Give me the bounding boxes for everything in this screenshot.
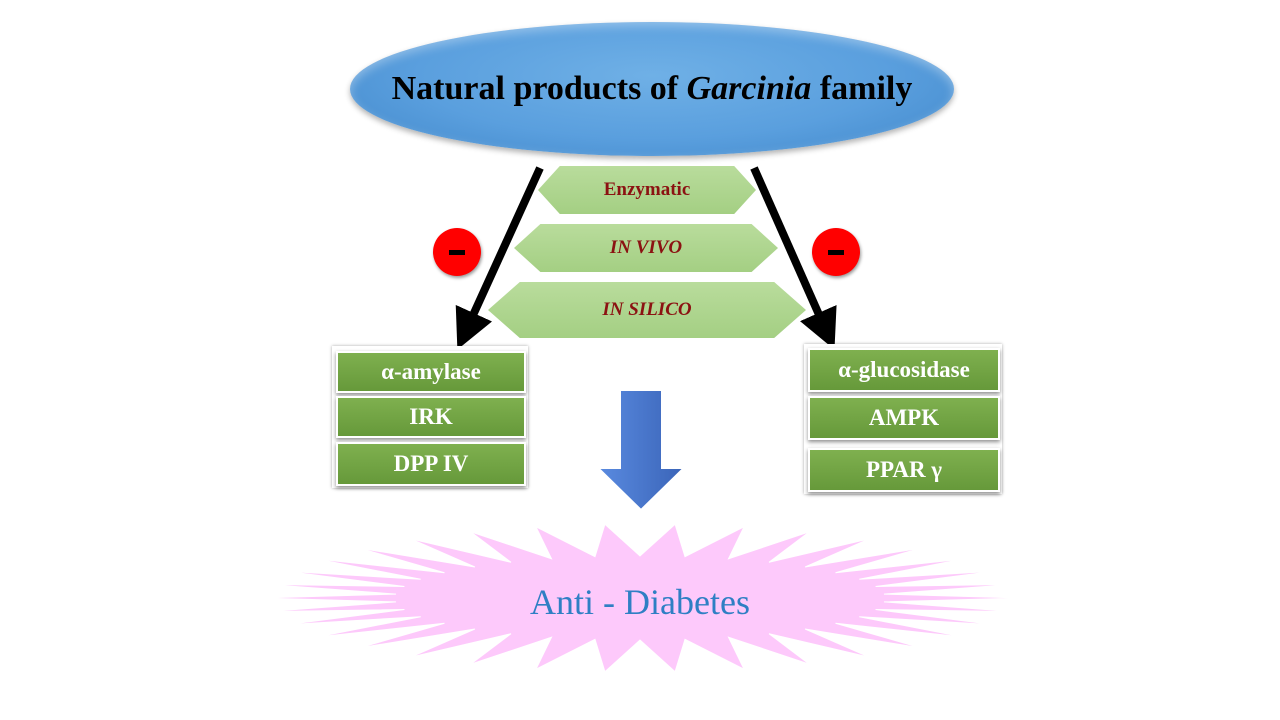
title-text: Natural products of Garcinia family [391, 70, 913, 107]
inhibit-badge-left [433, 228, 481, 276]
right-inhibition-arrow [750, 166, 837, 350]
target-irk: IRK [336, 396, 526, 438]
inhibit-badge-right [812, 228, 860, 276]
target-alpha-amylase: α-amylase [336, 351, 526, 393]
title-ellipse: Natural products of Garcinia family [350, 22, 954, 156]
result-starburst [259, 523, 1021, 673]
result-label: Anti - Diabetes [530, 582, 750, 622]
target-alpha-glucosidase: α-glucosidase [808, 348, 1000, 392]
target-ppar-gamma: PPAR γ [808, 448, 1000, 492]
target-dpp-iv: DPP IV [336, 442, 526, 486]
method-enzymatic: Enzymatic [538, 166, 756, 214]
method-in-vivo: IN VIVO [514, 224, 778, 272]
minus-icon [828, 249, 844, 255]
minus-icon [449, 249, 465, 255]
left-inhibition-arrow [455, 166, 544, 350]
target-ampk: AMPK [808, 396, 1000, 440]
method-in-silico: IN SILICO [488, 282, 806, 338]
down-arrow [595, 389, 687, 512]
